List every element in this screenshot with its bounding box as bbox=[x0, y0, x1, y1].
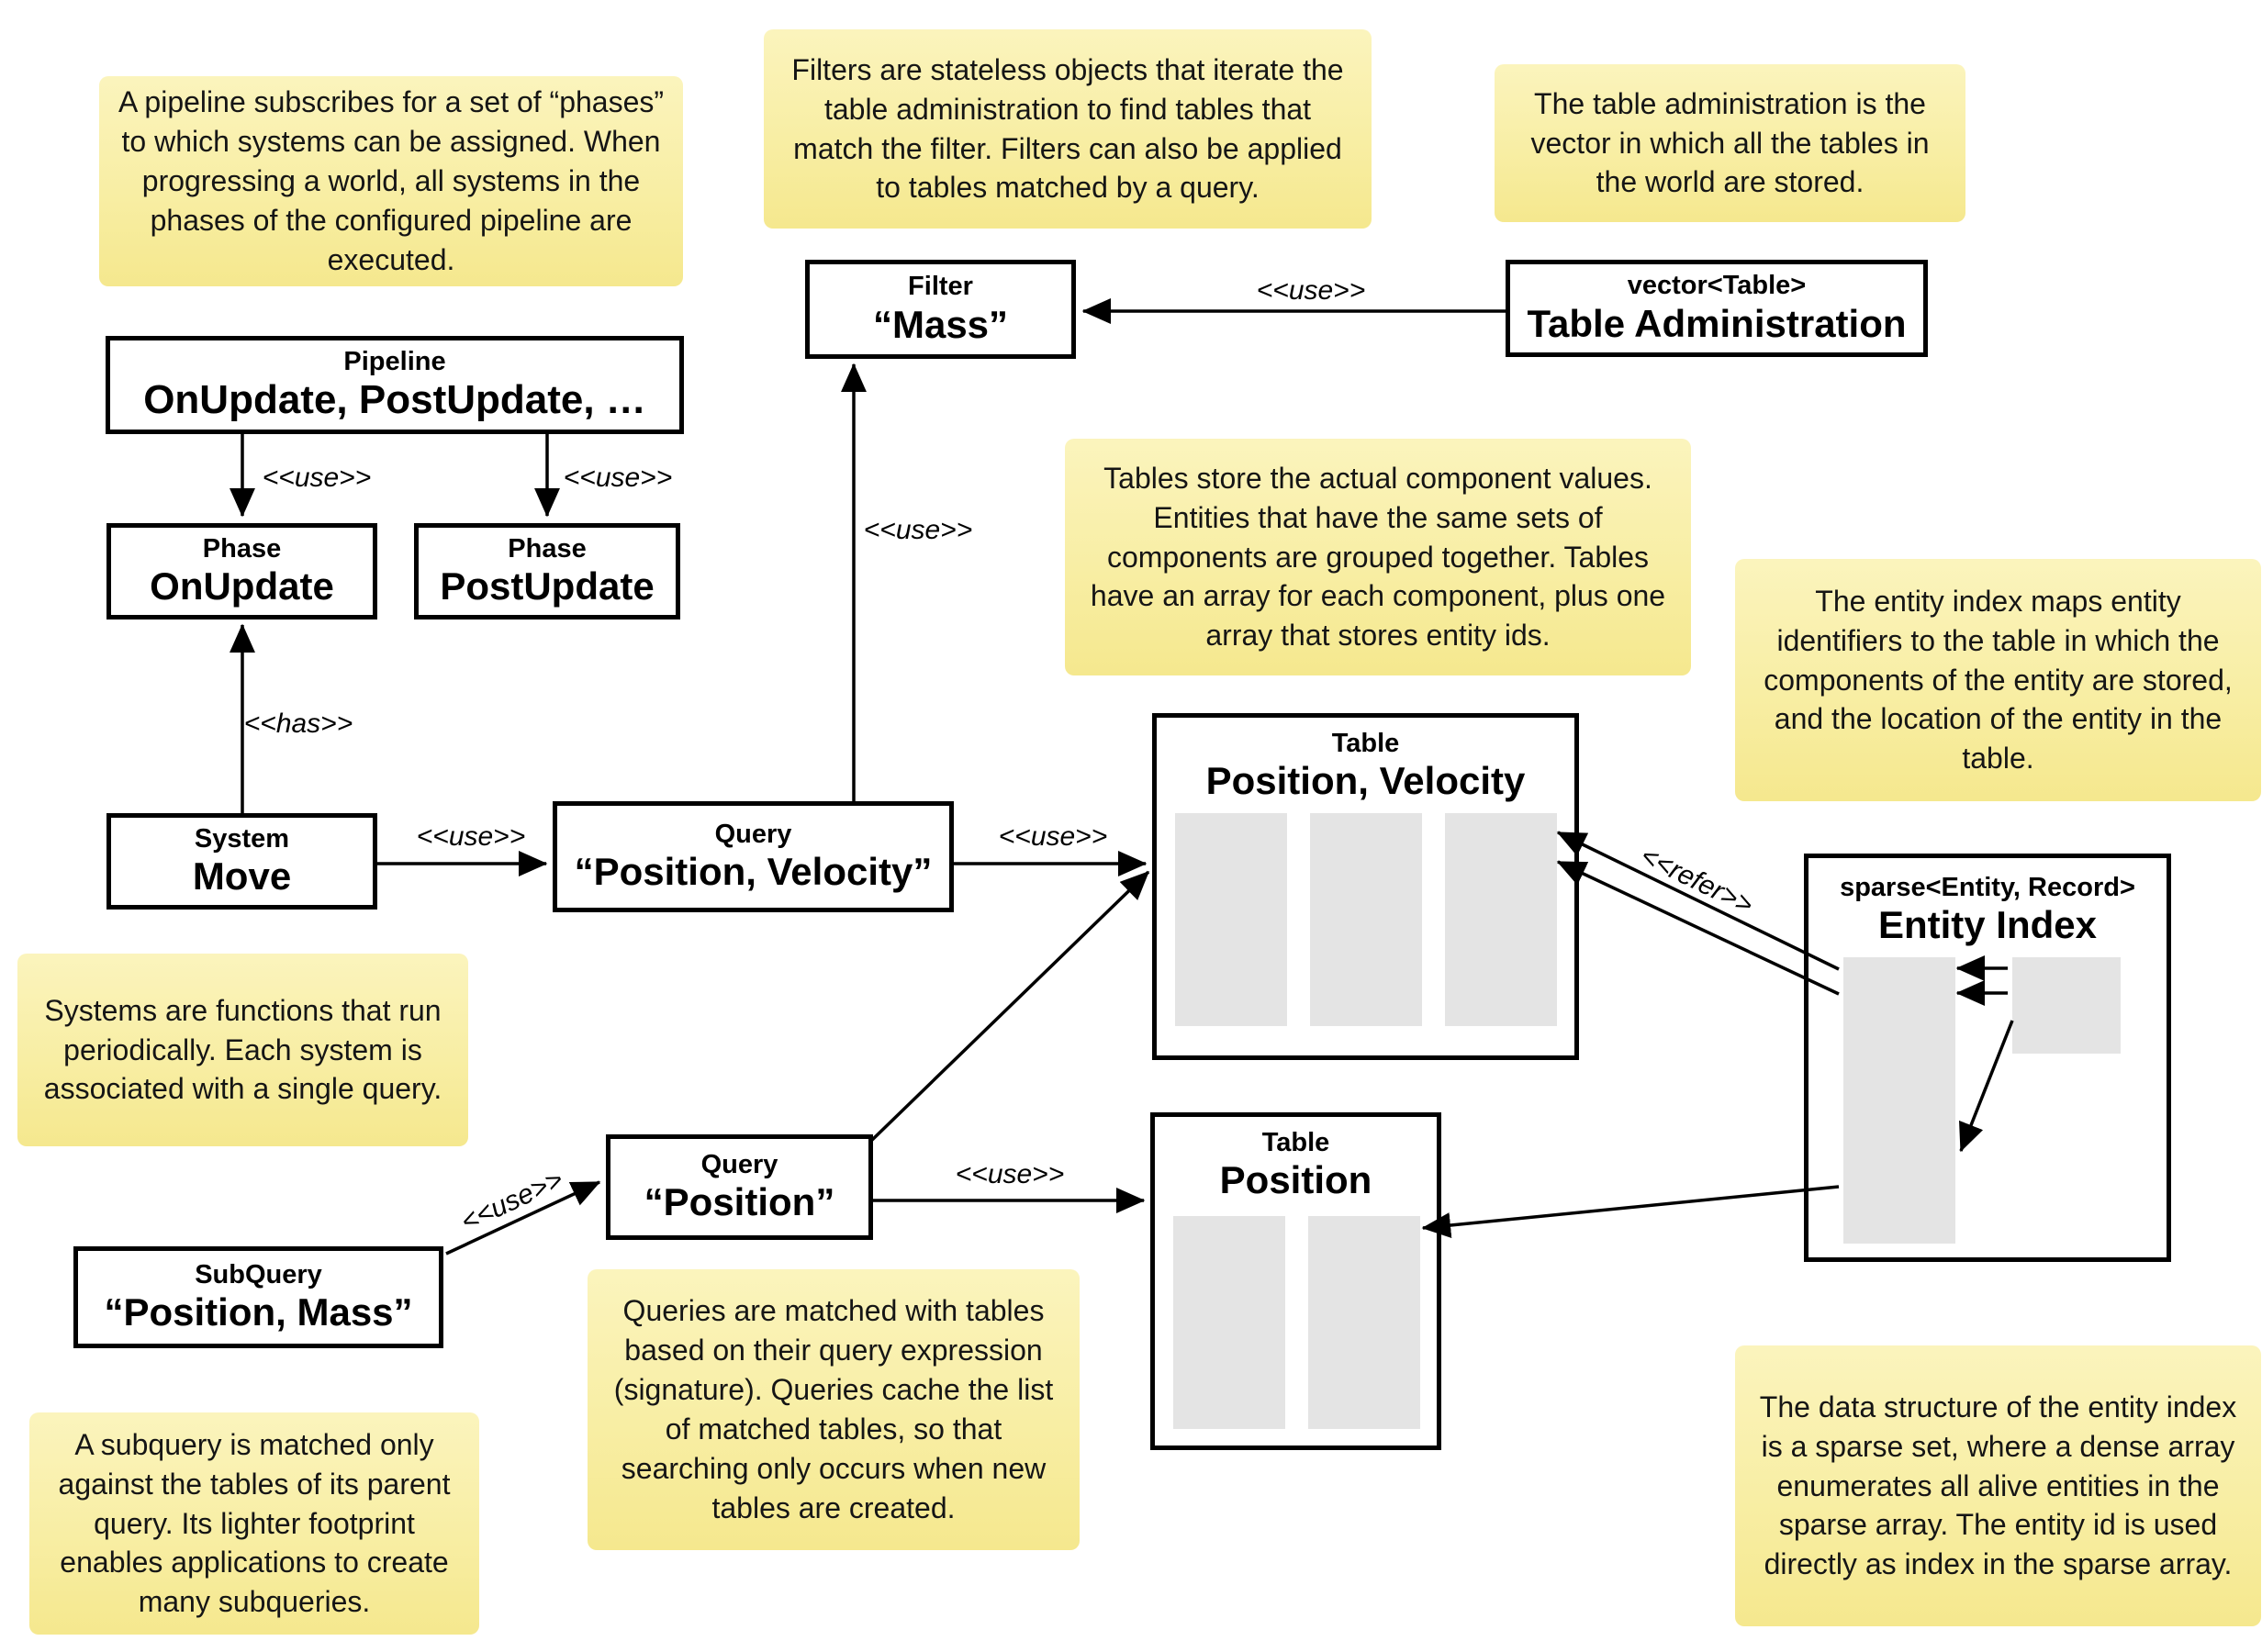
component-array bbox=[1310, 813, 1422, 1026]
subquery-name: “Position, Mass” bbox=[104, 1290, 413, 1334]
pipeline-box: Pipeline OnUpdate, PostUpdate, … bbox=[106, 336, 684, 434]
connector-entityindex-tableposition bbox=[1421, 1185, 1840, 1238]
entity-index-name: Entity Index bbox=[1877, 903, 2098, 947]
query-position-velocity-name: “Position, Velocity” bbox=[574, 850, 933, 894]
phase-onupdate-stereotype: Phase bbox=[202, 533, 282, 564]
system-move-stereotype: System bbox=[194, 823, 290, 854]
note-table-administration: The table administration is the vector i… bbox=[1495, 64, 1965, 222]
query-position-stereotype: Query bbox=[700, 1149, 778, 1179]
table-administration-name: Table Administration bbox=[1527, 301, 1907, 345]
has-label-system-phase: <<has>> bbox=[243, 709, 353, 739]
note-pipeline-text: A pipeline subscribes for a set of “phas… bbox=[118, 85, 665, 276]
use-label-pipeline-postupdate: <<use>> bbox=[563, 463, 673, 493]
query-position-box: Query “Position” bbox=[606, 1134, 873, 1240]
query-position-velocity-box: Query “Position, Velocity” bbox=[553, 801, 954, 912]
note-queries: Queries are matched with tables based on… bbox=[588, 1269, 1080, 1550]
note-subquery-text: A subquery is matched only against the t… bbox=[58, 1427, 451, 1619]
note-tables-text: Tables store the actual component values… bbox=[1090, 461, 1666, 653]
use-label-system-query: <<use>> bbox=[416, 821, 526, 852]
note-filters-text: Filters are stateless objects that itera… bbox=[791, 52, 1344, 205]
subquery-box: SubQuery “Position, Mass” bbox=[73, 1246, 443, 1348]
filter-mass-stereotype: Filter bbox=[908, 272, 973, 302]
phase-postupdate-name: PostUpdate bbox=[440, 564, 655, 608]
use-label-queryposition-table: <<use>> bbox=[955, 1159, 1065, 1189]
filter-mass-box: Filter “Mass” bbox=[805, 260, 1076, 359]
note-systems: Systems are functions that run periodica… bbox=[17, 954, 468, 1146]
component-array bbox=[1445, 813, 1557, 1026]
sparse-array bbox=[1843, 957, 1955, 1244]
pipeline-name: OnUpdate, PostUpdate, … bbox=[143, 376, 646, 422]
refer-label-entityindex-table: <<refer>> bbox=[1635, 840, 1758, 921]
use-label-pipeline-onupdate: <<use>> bbox=[262, 463, 372, 493]
query-position-name: “Position” bbox=[644, 1180, 835, 1224]
table-administration-box: vector<Table> Table Administration bbox=[1506, 260, 1928, 357]
table-position-velocity-stereotype: Table bbox=[1331, 729, 1400, 758]
dense-array bbox=[2012, 957, 2121, 1054]
note-queries-text: Queries are matched with tables based on… bbox=[613, 1294, 1054, 1524]
phase-onupdate-box: Phase OnUpdate bbox=[106, 523, 377, 620]
note-table-administration-text: The table administration is the vector i… bbox=[1530, 86, 1930, 199]
component-array bbox=[1175, 813, 1287, 1026]
connector-entityindex-tablepv-refer-1 bbox=[1556, 831, 1840, 971]
note-entity-index: The entity index maps entity identifiers… bbox=[1735, 559, 2261, 801]
pipeline-stereotype: Pipeline bbox=[343, 346, 446, 376]
table-administration-stereotype: vector<Table> bbox=[1627, 271, 1807, 301]
entity-index-box: sparse<Entity, Record> Entity Index bbox=[1804, 854, 2171, 1262]
note-filters: Filters are stateless objects that itera… bbox=[764, 29, 1372, 229]
note-tables: Tables store the actual component values… bbox=[1065, 439, 1691, 675]
system-move-box: System Move bbox=[106, 813, 377, 910]
use-label-query-table: <<use>> bbox=[998, 821, 1108, 852]
component-array bbox=[1308, 1216, 1420, 1429]
use-label-query-filter: <<use>> bbox=[863, 515, 973, 545]
note-sparse-set-text: The data structure of the entity index i… bbox=[1759, 1390, 2237, 1581]
system-move-name: Move bbox=[192, 854, 292, 899]
note-sparse-set: The data structure of the entity index i… bbox=[1735, 1345, 2261, 1626]
use-label-subquery-query: <<use>> bbox=[456, 1164, 568, 1238]
query-position-velocity-stereotype: Query bbox=[714, 819, 792, 849]
note-subquery: A subquery is matched only against the t… bbox=[29, 1412, 479, 1635]
filter-mass-name: “Mass” bbox=[872, 302, 1009, 346]
table-position-stereotype: Table bbox=[1261, 1128, 1330, 1157]
phase-postupdate-box: Phase PostUpdate bbox=[414, 523, 680, 620]
subquery-stereotype: SubQuery bbox=[195, 1259, 322, 1289]
note-systems-text: Systems are functions that run periodica… bbox=[43, 993, 442, 1106]
component-array bbox=[1173, 1216, 1285, 1429]
entity-index-stereotype: sparse<Entity, Record> bbox=[1840, 873, 2135, 902]
table-position-velocity-name: Position, Velocity bbox=[1205, 759, 1526, 803]
note-entity-index-text: The entity index maps entity identifiers… bbox=[1764, 584, 2233, 776]
use-label-admin-filter: <<use>> bbox=[1256, 275, 1366, 306]
note-pipeline: A pipeline subscribes for a set of “phas… bbox=[99, 76, 683, 286]
table-position-velocity-box: Table Position, Velocity bbox=[1152, 713, 1579, 1060]
table-position-name: Position bbox=[1219, 1158, 1372, 1202]
phase-onupdate-name: OnUpdate bbox=[150, 564, 334, 608]
table-position-box: Table Position bbox=[1150, 1112, 1441, 1450]
phase-postupdate-stereotype: Phase bbox=[508, 533, 587, 564]
